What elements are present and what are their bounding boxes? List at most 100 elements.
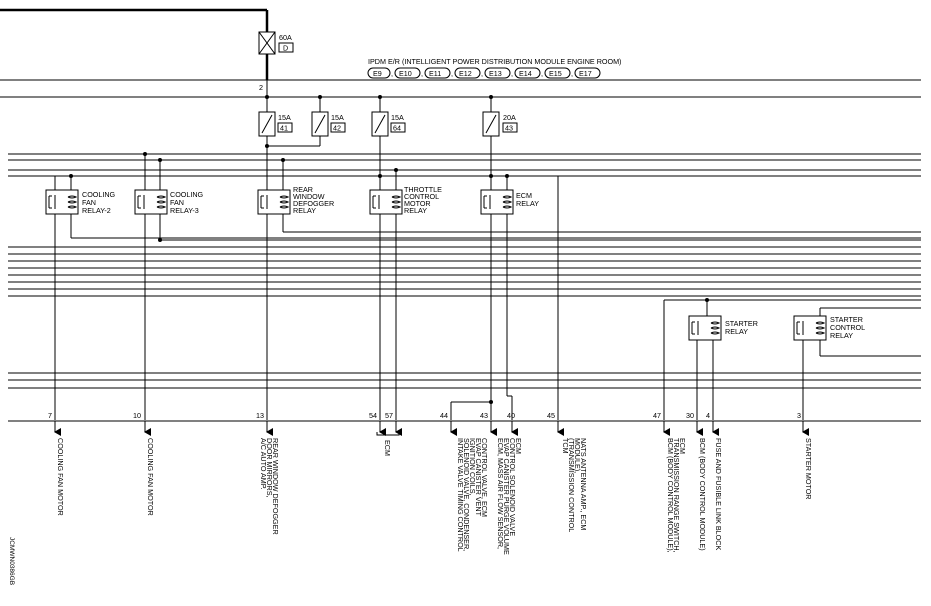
svg-text:TCM: TCM [561,438,570,454]
starter-relays-feed [663,298,921,420]
cooling-fan-relay-3: COOLING FAN RELAY-3 [134,152,204,420]
ipdm-boundary-top: 2 [0,79,921,98]
svg-text:47: 47 [653,411,661,420]
svg-text:FAN: FAN [82,198,96,207]
output-label-p3: STARTER MOTOR [804,438,813,500]
fuse-41: 15A 41 [258,97,293,190]
svg-text:E13: E13 [489,69,502,78]
pin-2-label: 2 [259,83,263,92]
fuse-42: 15A 42 [267,96,346,147]
output-label-p40: ECM [514,438,523,454]
output-label-p4: FUSE AND FUSIBLE LINK BLOCK [714,438,723,550]
svg-text:45: 45 [547,411,555,420]
svg-text:30: 30 [686,411,694,420]
svg-text:13: 13 [256,411,264,420]
connector-e11: E11 [424,67,451,79]
svg-text:,: , [541,69,543,78]
svg-text:INTAKE VALVE TIMING CONTROL: INTAKE VALVE TIMING CONTROL [456,438,465,552]
svg-text:43: 43 [505,124,513,133]
svg-text:FUSE AND FUSIBLE LINK BLOCK: FUSE AND FUSIBLE LINK BLOCK [714,438,723,550]
battery-feed [0,8,269,80]
fusible-link-id: D [283,44,288,53]
throttle-control-motor-relay: THROTTLE CONTROL MOTOR RELAY [369,168,442,420]
svg-text:,: , [571,69,573,78]
fusible-link-d: 60A D [258,31,294,55]
figure-code: JCMWN0386GB [8,537,15,585]
svg-text:RELAY: RELAY [830,331,853,340]
svg-text:41: 41 [280,124,288,133]
svg-text:A/C AUTO AMP.: A/C AUTO AMP. [259,438,268,490]
connector-e12: E12 [454,67,481,79]
connector-e15: E15 [544,67,571,79]
svg-text:CONTROL SOLENOID VALVE: CONTROL SOLENOID VALVE [508,438,517,536]
output-label-p7: COOLING FAN MOTOR [56,438,65,516]
svg-text:ECM: ECM [516,191,532,200]
svg-text:E17: E17 [579,69,592,78]
ipdm-header: IPDM E/R (INTELLIGENT POWER DISTRIBUTION… [367,57,621,79]
connector-e10: E10 [394,67,421,79]
starter-relay: STARTER RELAY [688,315,758,420]
svg-text:40: 40 [507,411,515,420]
output-label-p13: A/C AUTO AMP. DOOR MIRRORS, REAR WINDOW … [259,438,280,535]
svg-text:COOLING: COOLING [82,190,116,199]
svg-text:E11: E11 [429,69,441,78]
output-label-p10: COOLING FAN MOTOR [146,438,155,516]
svg-text:BCM (BODY CONTROL MODULE): BCM (BODY CONTROL MODULE) [698,438,707,551]
svg-text:44: 44 [440,411,448,420]
connector-e9: E9 [367,67,391,79]
starter-control-relay: STARTER CONTROL RELAY [793,315,921,420]
svg-text:COOLING: COOLING [170,190,204,199]
svg-text:DOOR MIRRORS,: DOOR MIRRORS, [265,438,274,498]
svg-text:RELAY: RELAY [404,206,427,215]
connector-e17: E17 [574,67,601,79]
svg-text:20A: 20A [503,113,516,122]
svg-text:RELAY-3: RELAY-3 [170,206,199,215]
output-label-p45: TCM (TRANSMISSION CONTROL MODULE), NATS … [561,438,588,532]
svg-text:COOLING FAN MOTOR: COOLING FAN MOTOR [146,438,155,516]
svg-text:ECM: ECM [383,440,392,456]
svg-text:EVAP CANISTER VENT: EVAP CANISTER VENT [474,438,483,517]
relay-coil-returns [71,237,921,241]
output-label-p47: BCM (BODY CONTROL MODULE), TRANSMISSION … [666,438,687,553]
svg-text:3: 3 [797,411,801,420]
svg-text:E10: E10 [399,69,412,78]
connector-e14: E14 [514,67,541,79]
svg-text:4: 4 [706,411,710,420]
svg-text:7: 7 [48,411,52,420]
output-label-p30: BCM (BODY CONTROL MODULE) [698,438,707,551]
svg-text:CONTROL VALVE, ECM: CONTROL VALVE, ECM [480,438,489,517]
svg-text:RELAY-2: RELAY-2 [82,206,111,215]
output-label-p44: INTAKE VALVE TIMING CONTROL SOLENOID VAL… [456,438,489,552]
svg-text:,: , [451,69,453,78]
fuse-64: 15A 64 [371,97,406,190]
svg-text:RELAY: RELAY [293,206,316,215]
pin-44-branch [450,400,493,420]
bus-lines-middle [8,246,921,297]
output-label-ecm-group: ECM [383,440,392,456]
svg-text:REAR: REAR [293,185,313,194]
svg-text:RELAY: RELAY [516,199,539,208]
svg-text:COOLING FAN MOTOR: COOLING FAN MOTOR [56,438,65,516]
svg-text:10: 10 [133,411,141,420]
svg-text:E15: E15 [549,69,562,78]
svg-text:JCMWN0386GB: JCMWN0386GB [8,537,15,585]
svg-text:(TRANSMISSION CONTROL: (TRANSMISSION CONTROL [567,438,576,532]
svg-text:54: 54 [369,411,377,420]
svg-text:42: 42 [333,124,341,133]
svg-text:FAN: FAN [170,198,184,207]
fusible-link-amp: 60A [279,33,292,42]
svg-text:15A: 15A [331,113,344,122]
svg-text:NATS ANTENNA AMP., ECM: NATS ANTENNA AMP., ECM [579,438,588,530]
svg-text:ECM: ECM [678,438,687,454]
svg-text:STARTER: STARTER [830,315,863,324]
cooling-fan-relay-2: COOLING FAN RELAY-2 [45,174,116,420]
svg-text:,: , [391,69,393,78]
svg-text:,: , [511,69,513,78]
svg-text:43: 43 [480,411,488,420]
svg-text:CONTROL: CONTROL [404,192,439,201]
connector-e13: E13 [484,67,511,79]
junctions-top [265,95,493,148]
svg-text:IGNITION COILS,: IGNITION COILS, [468,438,477,496]
svg-text:REAR WINDOW DEFOGGER: REAR WINDOW DEFOGGER [271,438,280,535]
